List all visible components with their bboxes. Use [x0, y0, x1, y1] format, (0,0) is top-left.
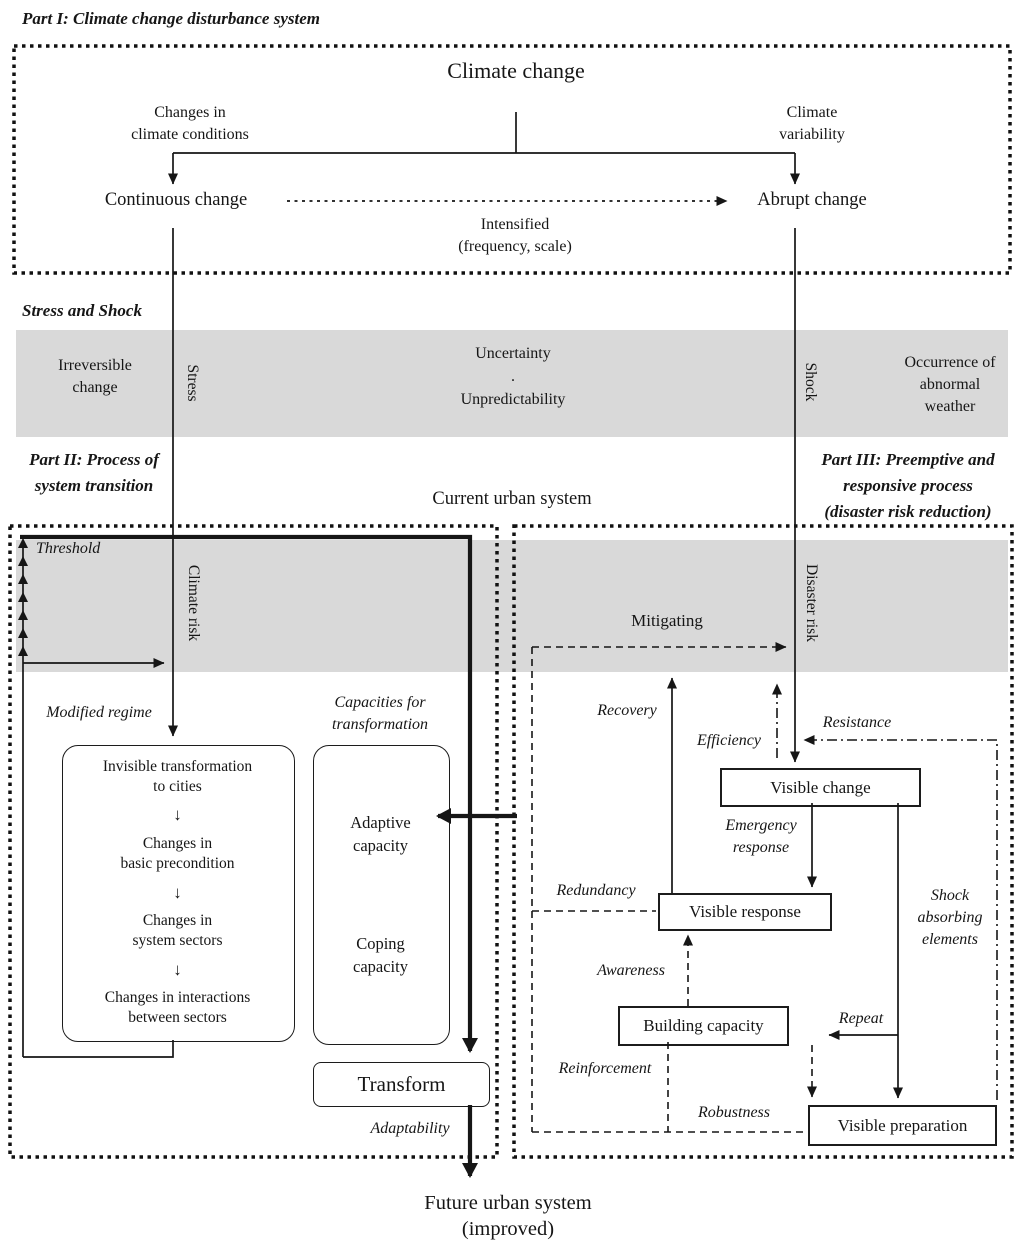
modified-regime-label: Modified regime — [46, 704, 152, 721]
capacities-for-transformation-label: Capacities for transformation — [331, 694, 429, 733]
shock-vertical-label: Shock — [802, 362, 819, 402]
current-urban-system-label: Current urban system — [432, 489, 592, 509]
irreversible-change-label: Irreversible change — [58, 357, 132, 396]
part3-title: Part III: Preemptive and responsive proc… — [821, 450, 995, 521]
awareness-label: Awareness — [597, 962, 665, 979]
continuous-change-node: Continuous change — [104, 190, 248, 210]
threshold-label: Threshold — [36, 540, 101, 557]
part2-title: Part II: Process of system transition — [29, 450, 159, 495]
part1-title: Part I: Climate change disturbance syste… — [22, 9, 320, 28]
resistance-label: Resistance — [822, 714, 892, 731]
occurrence-abnormal-weather-label: Occurrence of abnormal weather — [904, 354, 996, 415]
down-arrow-icon: ↓ — [173, 882, 182, 902]
risk-band — [16, 540, 1008, 672]
stress-shock-band — [16, 330, 1008, 437]
uncertainty-label: Uncertainty . Unpredictability — [460, 345, 566, 408]
stress-shock-title: Stress and Shock — [22, 301, 142, 320]
adaptability-label: Adaptability — [370, 1120, 450, 1137]
transform-box: Transform — [313, 1062, 490, 1107]
abrupt-change-node: Abrupt change — [757, 190, 867, 210]
shock-absorbing-elements-label: Shock absorbing elements — [917, 887, 983, 948]
visible-change-box: Visible change — [720, 768, 921, 807]
feedback-loop-line — [23, 1040, 174, 1058]
climate-change-label: Climate change — [447, 58, 585, 83]
building-capacity-box: Building capacity — [618, 1006, 789, 1046]
repeat-label: Repeat — [838, 1010, 884, 1027]
down-arrow-icon: ↓ — [173, 959, 182, 979]
visible-preparation-box: Visible preparation — [808, 1105, 997, 1146]
recovery-label: Recovery — [597, 702, 657, 719]
emergency-response-label: Emergency response — [725, 817, 797, 856]
future-urban-system-label: Future urban system (improved) — [424, 1192, 592, 1240]
down-arrow-icon: ↓ — [173, 805, 182, 825]
climate-risk-vertical-label: Climate risk — [185, 564, 202, 642]
visible-response-box: Visible response — [658, 893, 832, 931]
disaster-risk-vertical-label: Disaster risk — [803, 564, 820, 642]
mitigating-label: Mitigating — [631, 611, 703, 630]
robustness-label: Robustness — [698, 1104, 770, 1121]
intensified-label: Intensified (frequency, scale) — [458, 216, 572, 255]
stress-vertical-label: Stress — [184, 364, 201, 402]
reinforcement-label: Reinforcement — [558, 1060, 652, 1077]
climate-variability-label: Climate variability — [779, 104, 845, 143]
redundancy-label: Redundancy — [556, 882, 636, 899]
efficiency-label: Efficiency — [697, 732, 761, 749]
changes-climate-conditions-label: Changes in climate conditions — [131, 104, 249, 143]
